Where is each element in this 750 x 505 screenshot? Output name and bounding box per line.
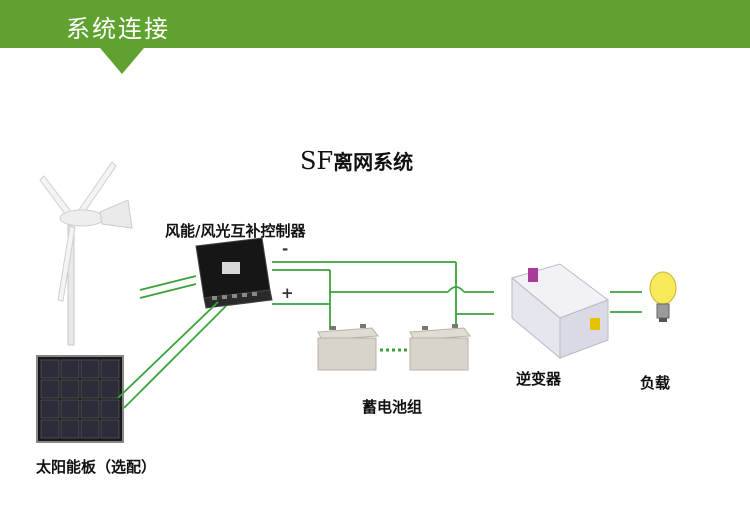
- plus-sign: +: [281, 284, 294, 302]
- wiring: [117, 261, 642, 409]
- solar-label: 太阳能板（选配）: [36, 458, 157, 476]
- load-label: 负载: [640, 374, 671, 392]
- header-title: 系统连接: [66, 15, 170, 43]
- diagram-title: SF离网系统: [300, 146, 413, 175]
- banner-arrow: [100, 48, 144, 74]
- light-bulb: [649, 271, 677, 322]
- battery-1: [317, 324, 379, 371]
- controller-device: [195, 237, 273, 309]
- header-banner: 系统连接: [0, 0, 750, 48]
- inverter-label: 逆变器: [516, 370, 562, 388]
- inverter-device: [510, 263, 610, 360]
- solar-panel: [36, 355, 124, 443]
- wind-turbine: [39, 161, 133, 346]
- diagram-title-main: 离网系统: [333, 150, 414, 174]
- minus-sign: -: [282, 240, 289, 258]
- battery-2: [409, 324, 471, 371]
- battery-label: 蓄电池组: [362, 398, 423, 416]
- diagram-title-prefix: SF: [300, 147, 334, 175]
- controller-label: 风能/风光互补控制器: [165, 222, 306, 240]
